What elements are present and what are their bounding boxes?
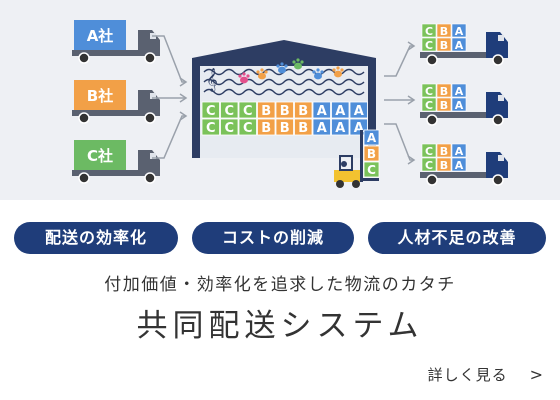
svg-text:B: B xyxy=(261,104,271,119)
inbound-truck-icon: A社 xyxy=(72,20,160,64)
svg-text:B: B xyxy=(298,121,308,136)
cargo-box: C xyxy=(220,101,239,119)
cargo-box: A xyxy=(331,118,350,136)
cargo-box: C xyxy=(238,118,257,136)
arrow-icon xyxy=(384,95,416,105)
svg-text:C: C xyxy=(206,121,216,136)
svg-text:C: C xyxy=(206,104,216,119)
cargo-box: B xyxy=(257,118,276,136)
svg-text:A: A xyxy=(317,121,327,136)
company-label: A社 xyxy=(87,27,114,45)
arrow-icon xyxy=(384,123,416,165)
cargo-box: A xyxy=(331,101,350,119)
paw-print-icon xyxy=(256,68,268,80)
company-label: C社 xyxy=(87,147,113,165)
svg-text:A: A xyxy=(354,121,364,136)
svg-text:B: B xyxy=(440,99,448,112)
chevron-right-icon: > xyxy=(529,365,544,384)
svg-text:A: A xyxy=(455,145,464,158)
svg-text:B: B xyxy=(440,85,448,98)
cargo-box: B xyxy=(275,101,294,119)
svg-text:C: C xyxy=(425,99,433,112)
page-title: 共同配送システム xyxy=(136,308,424,344)
subtitle: 付加価値・効率化を追求した物流のカタチ xyxy=(104,275,456,295)
svg-text:A: A xyxy=(335,104,345,119)
cargo-box: B xyxy=(294,101,313,119)
cargo-box: A xyxy=(349,118,368,136)
svg-text:A: A xyxy=(317,104,327,119)
svg-text:A: A xyxy=(455,159,464,172)
paw-print-icon xyxy=(238,72,250,84)
cargo-box: B xyxy=(294,118,313,136)
svg-text:C: C xyxy=(243,104,253,119)
arrow-icon xyxy=(152,35,188,87)
svg-text:B: B xyxy=(440,25,448,38)
forklift-icon: ABC xyxy=(334,129,380,188)
cargo-box: A xyxy=(312,118,331,136)
arrow-icon xyxy=(152,93,188,103)
svg-text:A: A xyxy=(354,104,364,119)
svg-text:C: C xyxy=(224,121,234,136)
svg-text:B: B xyxy=(440,39,448,52)
paw-print-icon xyxy=(332,66,344,78)
svg-text:C: C xyxy=(425,85,433,98)
svg-text:C: C xyxy=(425,39,433,52)
music-clef-icon: 𝄞 xyxy=(206,67,218,92)
svg-text:C: C xyxy=(224,104,234,119)
svg-text:A: A xyxy=(455,85,464,98)
cargo-box-label: A xyxy=(367,131,377,145)
read-more-link[interactable]: 詳しく見る > xyxy=(428,364,544,385)
inbound-truck-icon: C社 xyxy=(72,140,160,184)
tag-delivery-efficiency: 配送の効率化 xyxy=(14,222,178,254)
cargo-box-label: C xyxy=(367,163,376,177)
cargo-box: C xyxy=(220,118,239,136)
paw-print-icon xyxy=(312,68,324,80)
svg-text:A: A xyxy=(335,121,345,136)
svg-text:A: A xyxy=(455,25,464,38)
svg-text:A: A xyxy=(455,99,464,112)
svg-text:B: B xyxy=(440,159,448,172)
paw-print-icon xyxy=(292,58,304,70)
cargo-box: C xyxy=(201,101,220,119)
svg-text:C: C xyxy=(425,25,433,38)
cargo-box-label: B xyxy=(367,147,376,161)
svg-text:C: C xyxy=(425,145,433,158)
cargo-box: A xyxy=(349,101,368,119)
arrow-icon xyxy=(152,111,188,159)
svg-text:A: A xyxy=(455,39,464,52)
cargo-box: B xyxy=(275,118,294,136)
svg-text:B: B xyxy=(298,104,308,119)
read-more-label: 詳しく見る xyxy=(427,366,508,384)
svg-text:B: B xyxy=(440,145,448,158)
cargo-box: C xyxy=(238,101,257,119)
tag-cost-reduction: コストの削減 xyxy=(192,222,354,254)
inbound-truck-icon: B社 xyxy=(72,80,160,124)
paw-print-icon xyxy=(276,62,288,74)
cargo-box: B xyxy=(257,101,276,119)
svg-text:B: B xyxy=(261,121,271,136)
svg-text:C: C xyxy=(243,121,253,136)
arrow-icon xyxy=(384,41,416,77)
cargo-box: A xyxy=(312,101,331,119)
svg-text:B: B xyxy=(280,104,290,119)
company-label: B社 xyxy=(87,87,113,105)
svg-text:C: C xyxy=(425,159,433,172)
tag-labor-shortage: 人材不足の改善 xyxy=(368,222,546,254)
cargo-box: C xyxy=(201,118,220,136)
svg-text:B: B xyxy=(280,121,290,136)
